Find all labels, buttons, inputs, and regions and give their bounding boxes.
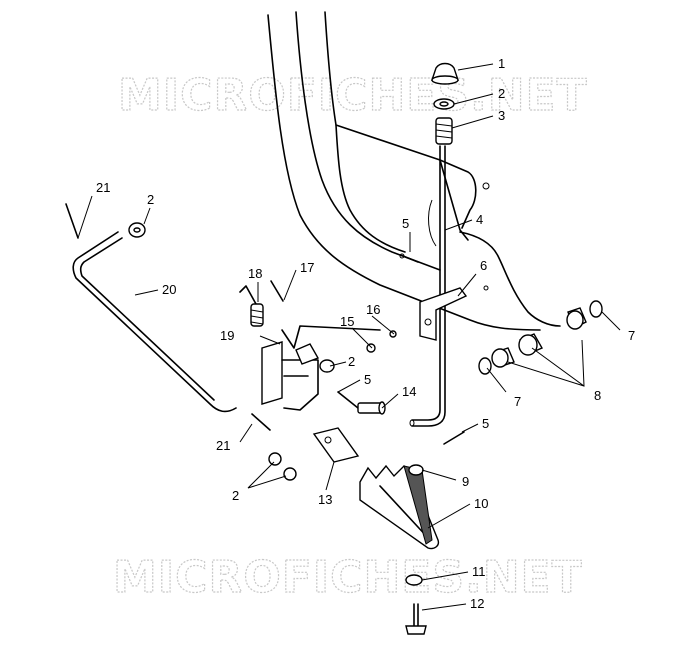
part-6-bracket — [419, 287, 468, 341]
callout-15: 15 — [340, 314, 354, 329]
part-21-pins — [65, 203, 271, 431]
part-3-spring — [435, 117, 453, 145]
callout-14: 14 — [402, 384, 416, 399]
callout-17: 17 — [300, 260, 314, 275]
callout-2: 2 — [348, 354, 355, 369]
callout-3: 3 — [498, 108, 505, 123]
callout-4: 4 — [476, 212, 483, 227]
callout-7: 7 — [628, 328, 635, 343]
callout-18: 18 — [248, 266, 262, 281]
callout-2: 2 — [498, 86, 505, 101]
part-5-bolts — [337, 253, 465, 445]
callout-labels: 1 2 3 4 5 6 7 21 2 20 18 17 16 15 19 2 5… — [96, 56, 635, 611]
part-15-16-hardware — [366, 330, 397, 353]
callout-8: 8 — [594, 388, 601, 403]
part-4-rod — [409, 145, 446, 427]
callout-2: 2 — [147, 192, 154, 207]
callout-20: 20 — [162, 282, 176, 297]
part-18-spring — [239, 285, 264, 327]
part-13-bracket — [312, 427, 360, 463]
part-11-washer — [405, 574, 423, 586]
callout-5: 5 — [402, 216, 409, 231]
callout-19: 19 — [220, 328, 234, 343]
callout-5: 5 — [482, 416, 489, 431]
callout-21: 21 — [216, 438, 230, 453]
callout-6: 6 — [480, 258, 487, 273]
part-20-cross-rod — [72, 231, 237, 413]
callout-2: 2 — [232, 488, 239, 503]
part-12-bolt — [405, 603, 427, 635]
callout-9: 9 — [462, 474, 469, 489]
watermark-bottom: MICROFICHES.NET — [113, 552, 583, 603]
callout-21: 21 — [96, 180, 110, 195]
callout-11: 11 — [472, 564, 486, 579]
part-9-nut — [408, 464, 424, 476]
callout-13: 13 — [318, 492, 332, 507]
callout-5: 5 — [364, 372, 371, 387]
part-2-washer-top — [433, 98, 455, 110]
part-10-pedal — [359, 464, 440, 550]
callout-12: 12 — [470, 596, 484, 611]
part-17-pin — [270, 280, 284, 302]
part-7-8-bushings — [478, 300, 603, 375]
part-19-arm — [261, 325, 381, 411]
watermark-top: MICROFICHES.NET — [118, 70, 588, 121]
callout-10: 10 — [474, 496, 488, 511]
callout-7: 7 — [514, 394, 521, 409]
part-2-washers — [128, 222, 335, 481]
callout-16: 16 — [366, 302, 380, 317]
part-1-cap — [431, 62, 459, 85]
leader-lines — [77, 63, 621, 611]
callout-1: 1 — [498, 56, 505, 71]
frame-panel — [267, 11, 561, 331]
part-14-bolt — [357, 401, 386, 415]
